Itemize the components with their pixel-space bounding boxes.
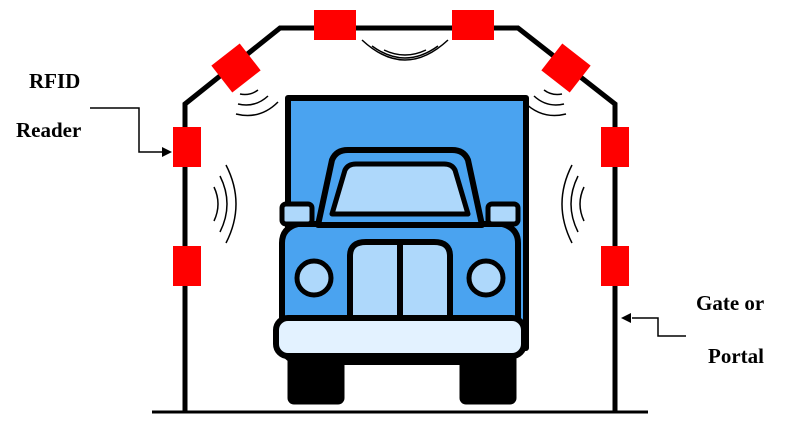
gate-label-line1: Gate or xyxy=(696,293,764,314)
reader-left-upper xyxy=(173,127,201,167)
truck-mirror-left xyxy=(282,204,312,224)
wave-top-1 xyxy=(384,50,426,55)
wave-corner-right-1 xyxy=(544,90,562,95)
truck-mirror-right xyxy=(488,204,518,224)
wave-top-3 xyxy=(362,40,448,60)
truck-windshield xyxy=(332,164,468,214)
wave-right-1 xyxy=(580,187,584,221)
wave-corner-right-2 xyxy=(534,96,564,105)
reader-left-lower xyxy=(173,246,201,286)
rfid-reader-label-line2: Reader xyxy=(16,120,81,141)
reader-pointer-line xyxy=(90,108,164,152)
wave-right-2 xyxy=(571,176,578,232)
wave-corner-left-1 xyxy=(240,90,258,95)
reader-pointer-head xyxy=(162,147,172,157)
gate-pointer-head xyxy=(621,313,631,323)
truck-bumper xyxy=(276,318,524,356)
gate-label-line2: Portal xyxy=(708,346,764,367)
reader-right-lower xyxy=(601,246,629,286)
wave-left-1 xyxy=(214,187,218,221)
reader-top-left xyxy=(314,10,356,40)
rfid-reader-label-line1: RFID xyxy=(29,71,80,92)
reader-top-right xyxy=(452,10,494,40)
wave-corner-left-2 xyxy=(238,96,268,105)
wave-top-2 xyxy=(372,46,438,58)
wave-left-2 xyxy=(220,176,227,232)
reader-right-upper xyxy=(601,127,629,167)
gate-pointer-line xyxy=(632,318,686,336)
truck-headlight-right xyxy=(469,261,503,295)
truck-headlight-left xyxy=(297,261,331,295)
truck-icon xyxy=(276,98,526,404)
